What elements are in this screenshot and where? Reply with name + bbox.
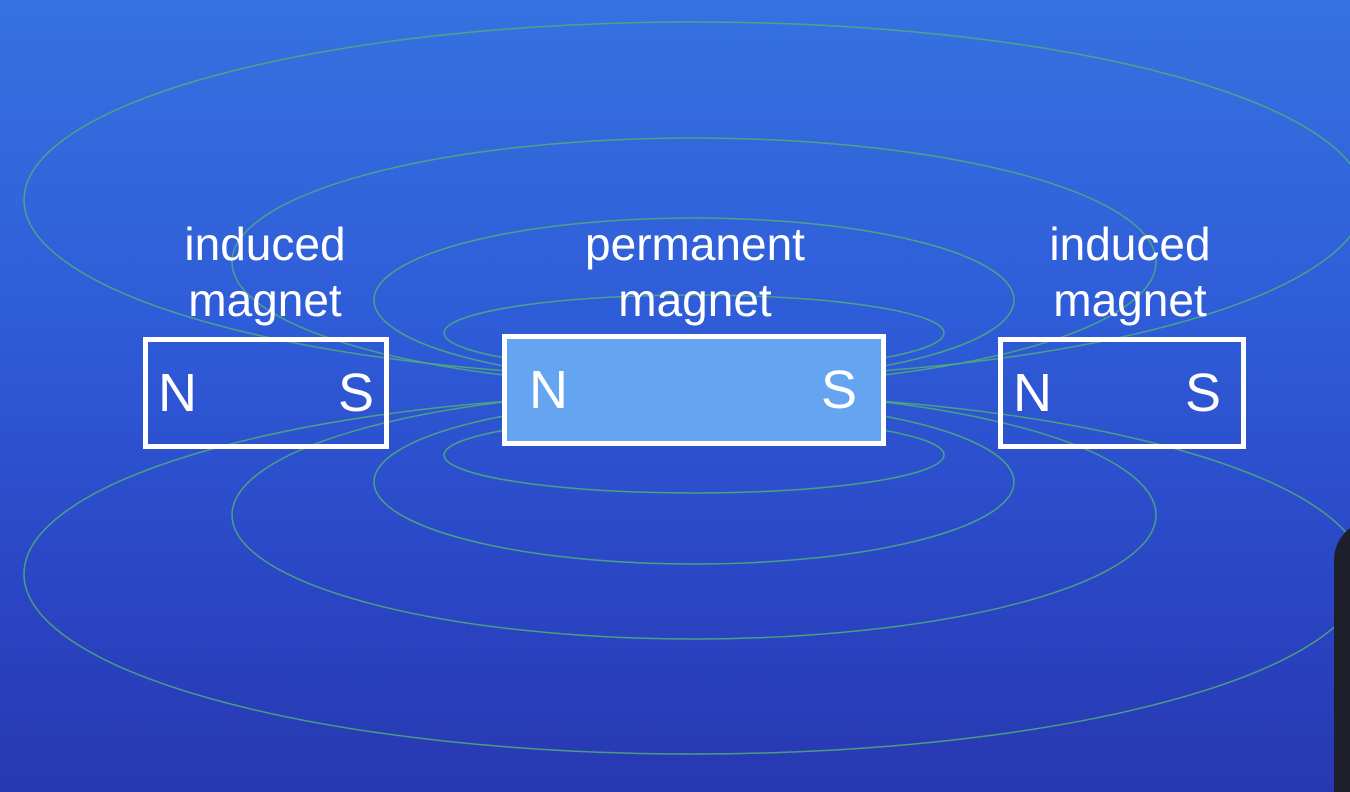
north-pole-label: N (529, 360, 568, 420)
label-line-2: magnet (618, 274, 772, 326)
label-line-2: magnet (188, 274, 342, 326)
label-line-2: magnet (1053, 274, 1207, 326)
label-line-1: permanent (585, 218, 805, 270)
induced-magnet-right: N S (998, 337, 1246, 449)
edge-shadow (1334, 520, 1350, 792)
induced-magnet-left: N S (143, 337, 389, 449)
south-pole-label: S (1184, 363, 1221, 423)
south-pole-label: S (820, 360, 857, 420)
label-line-1: induced (184, 218, 346, 270)
north-pole-label: N (158, 363, 197, 423)
permanent-magnet: N S (502, 334, 886, 446)
induced-magnet-label-right: induced magnet (970, 216, 1290, 328)
label-line-1: induced (1049, 218, 1211, 270)
induced-magnet-label-left: induced magnet (105, 216, 425, 328)
south-pole-label: S (337, 363, 374, 423)
permanent-magnet-label: permanent magnet (535, 216, 855, 328)
north-pole-label: N (1013, 363, 1052, 423)
